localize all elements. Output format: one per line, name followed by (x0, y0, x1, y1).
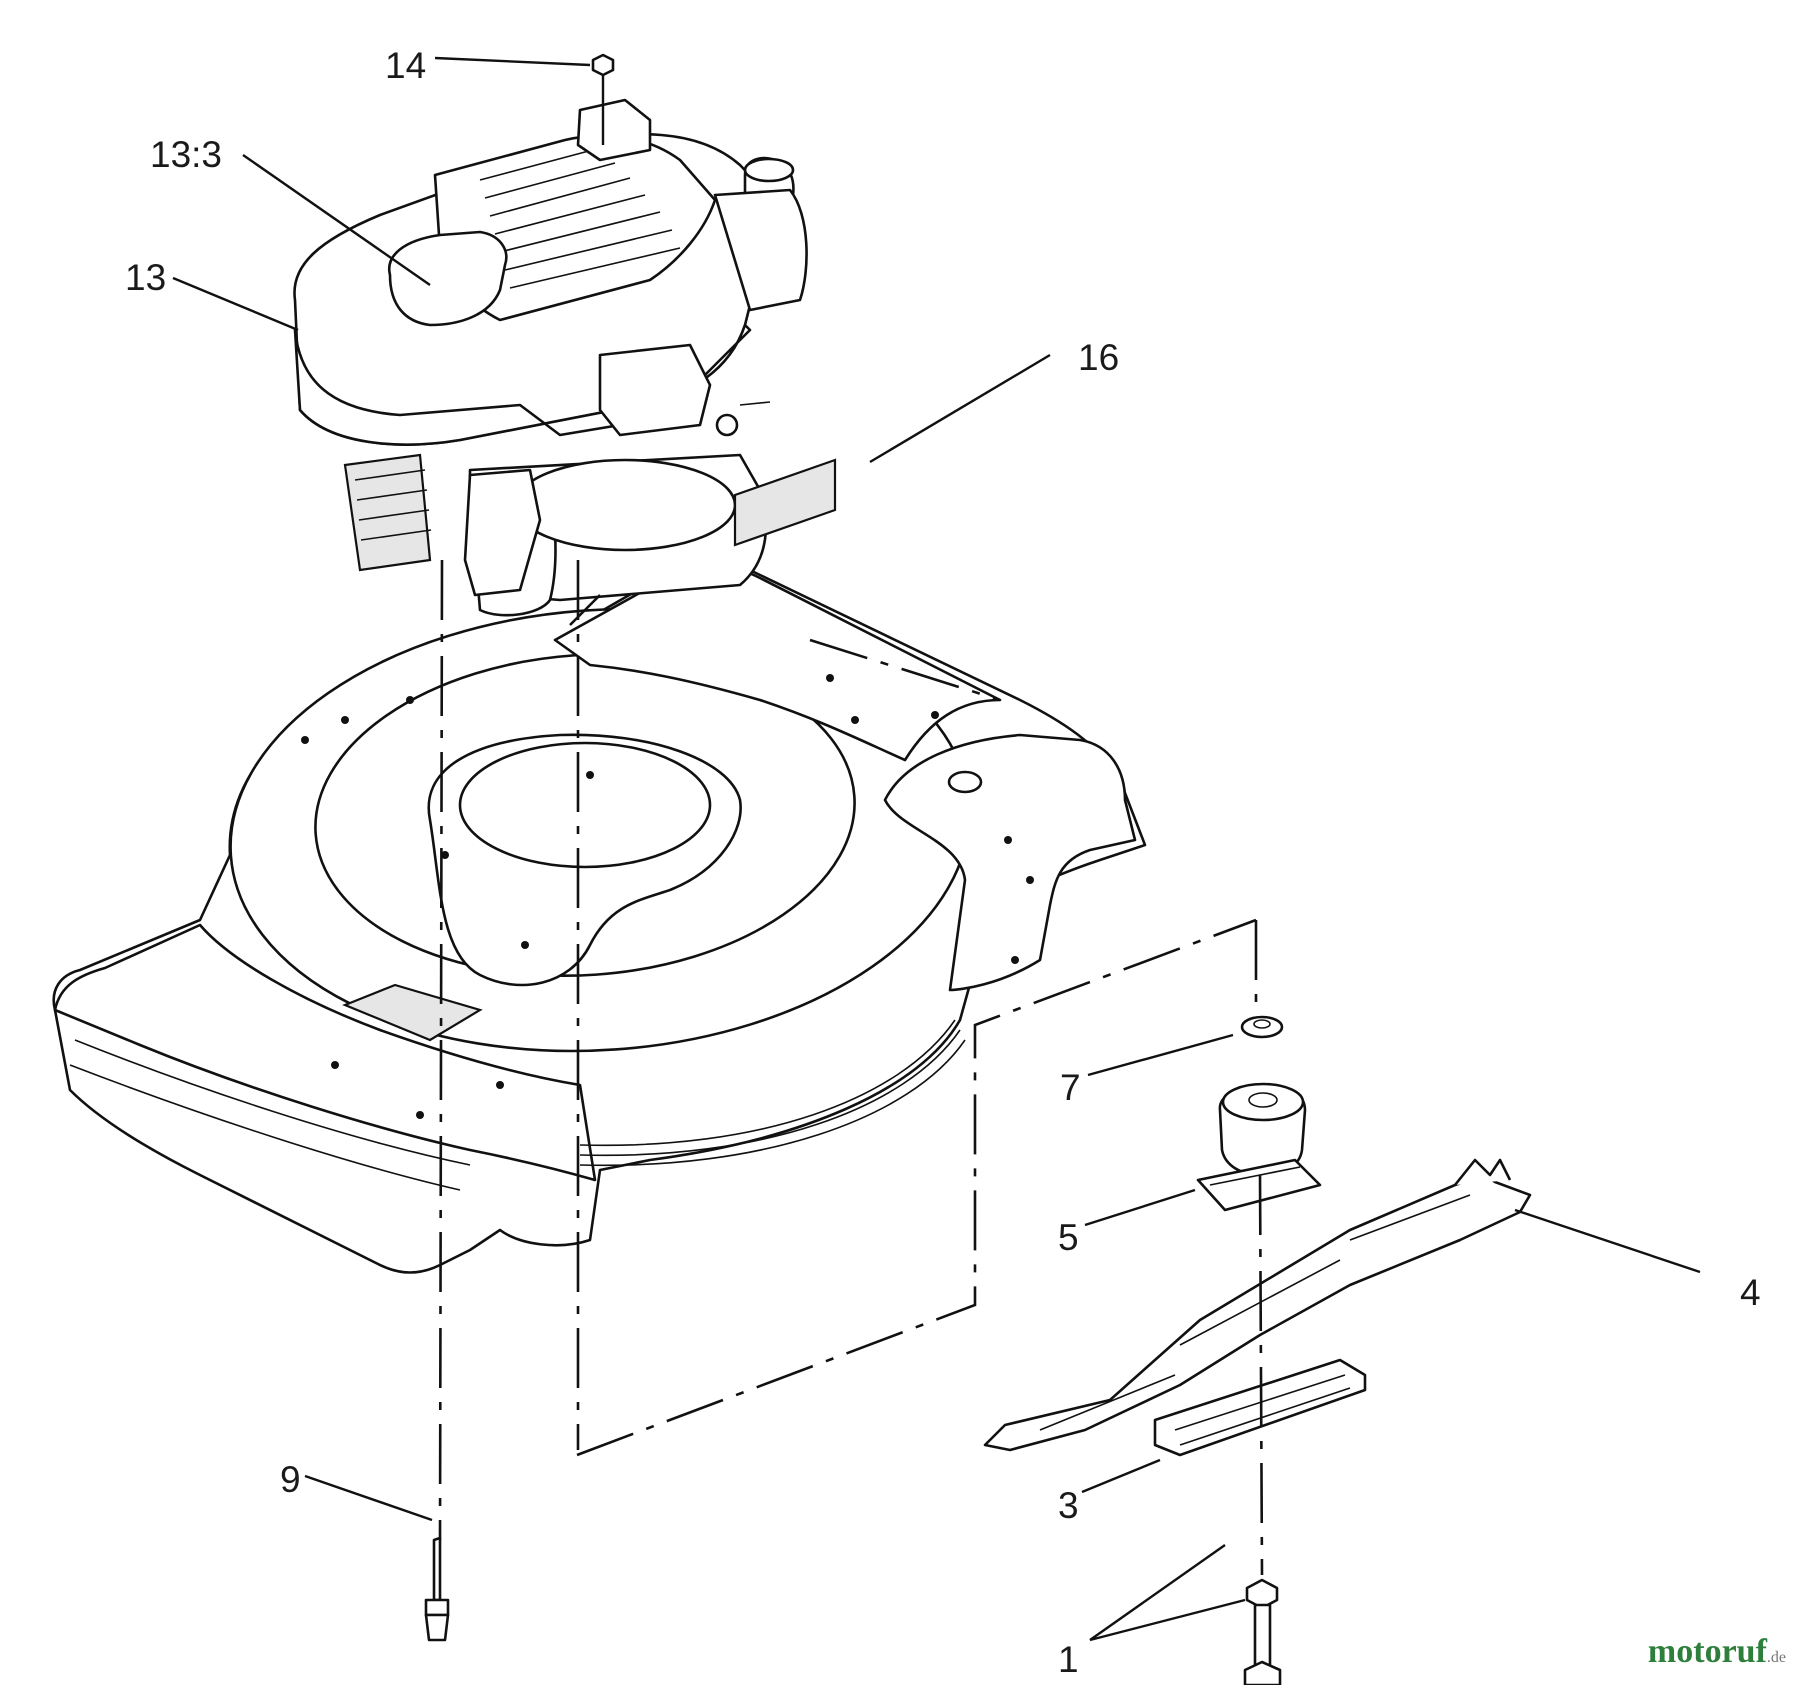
callout-3: 3 (1058, 1485, 1079, 1526)
callout-13-3: 13:3 (150, 134, 222, 175)
callout-7: 7 (1060, 1067, 1081, 1108)
callout-14: 14 (385, 45, 426, 86)
decal-part (733, 458, 837, 547)
callout-9: 9 (280, 1459, 301, 1500)
callout-4: 4 (1740, 1272, 1761, 1313)
callout-16: 16 (1078, 337, 1119, 378)
callout-13: 13 (125, 257, 166, 298)
leader-lines (172, 56, 1701, 1642)
blade-assembly (424, 53, 1532, 1685)
watermark-logo: motoruf.de (1647, 1633, 1786, 1670)
engine-assembly (293, 98, 808, 617)
callout-labels: 14 13:3 13 16 7 5 4 9 3 1 (125, 45, 1761, 1680)
callout-1: 1 (1058, 1639, 1079, 1680)
mower-deck (52, 556, 1147, 1274)
assembly-lines (438, 75, 1264, 1576)
callout-5: 5 (1058, 1217, 1079, 1258)
